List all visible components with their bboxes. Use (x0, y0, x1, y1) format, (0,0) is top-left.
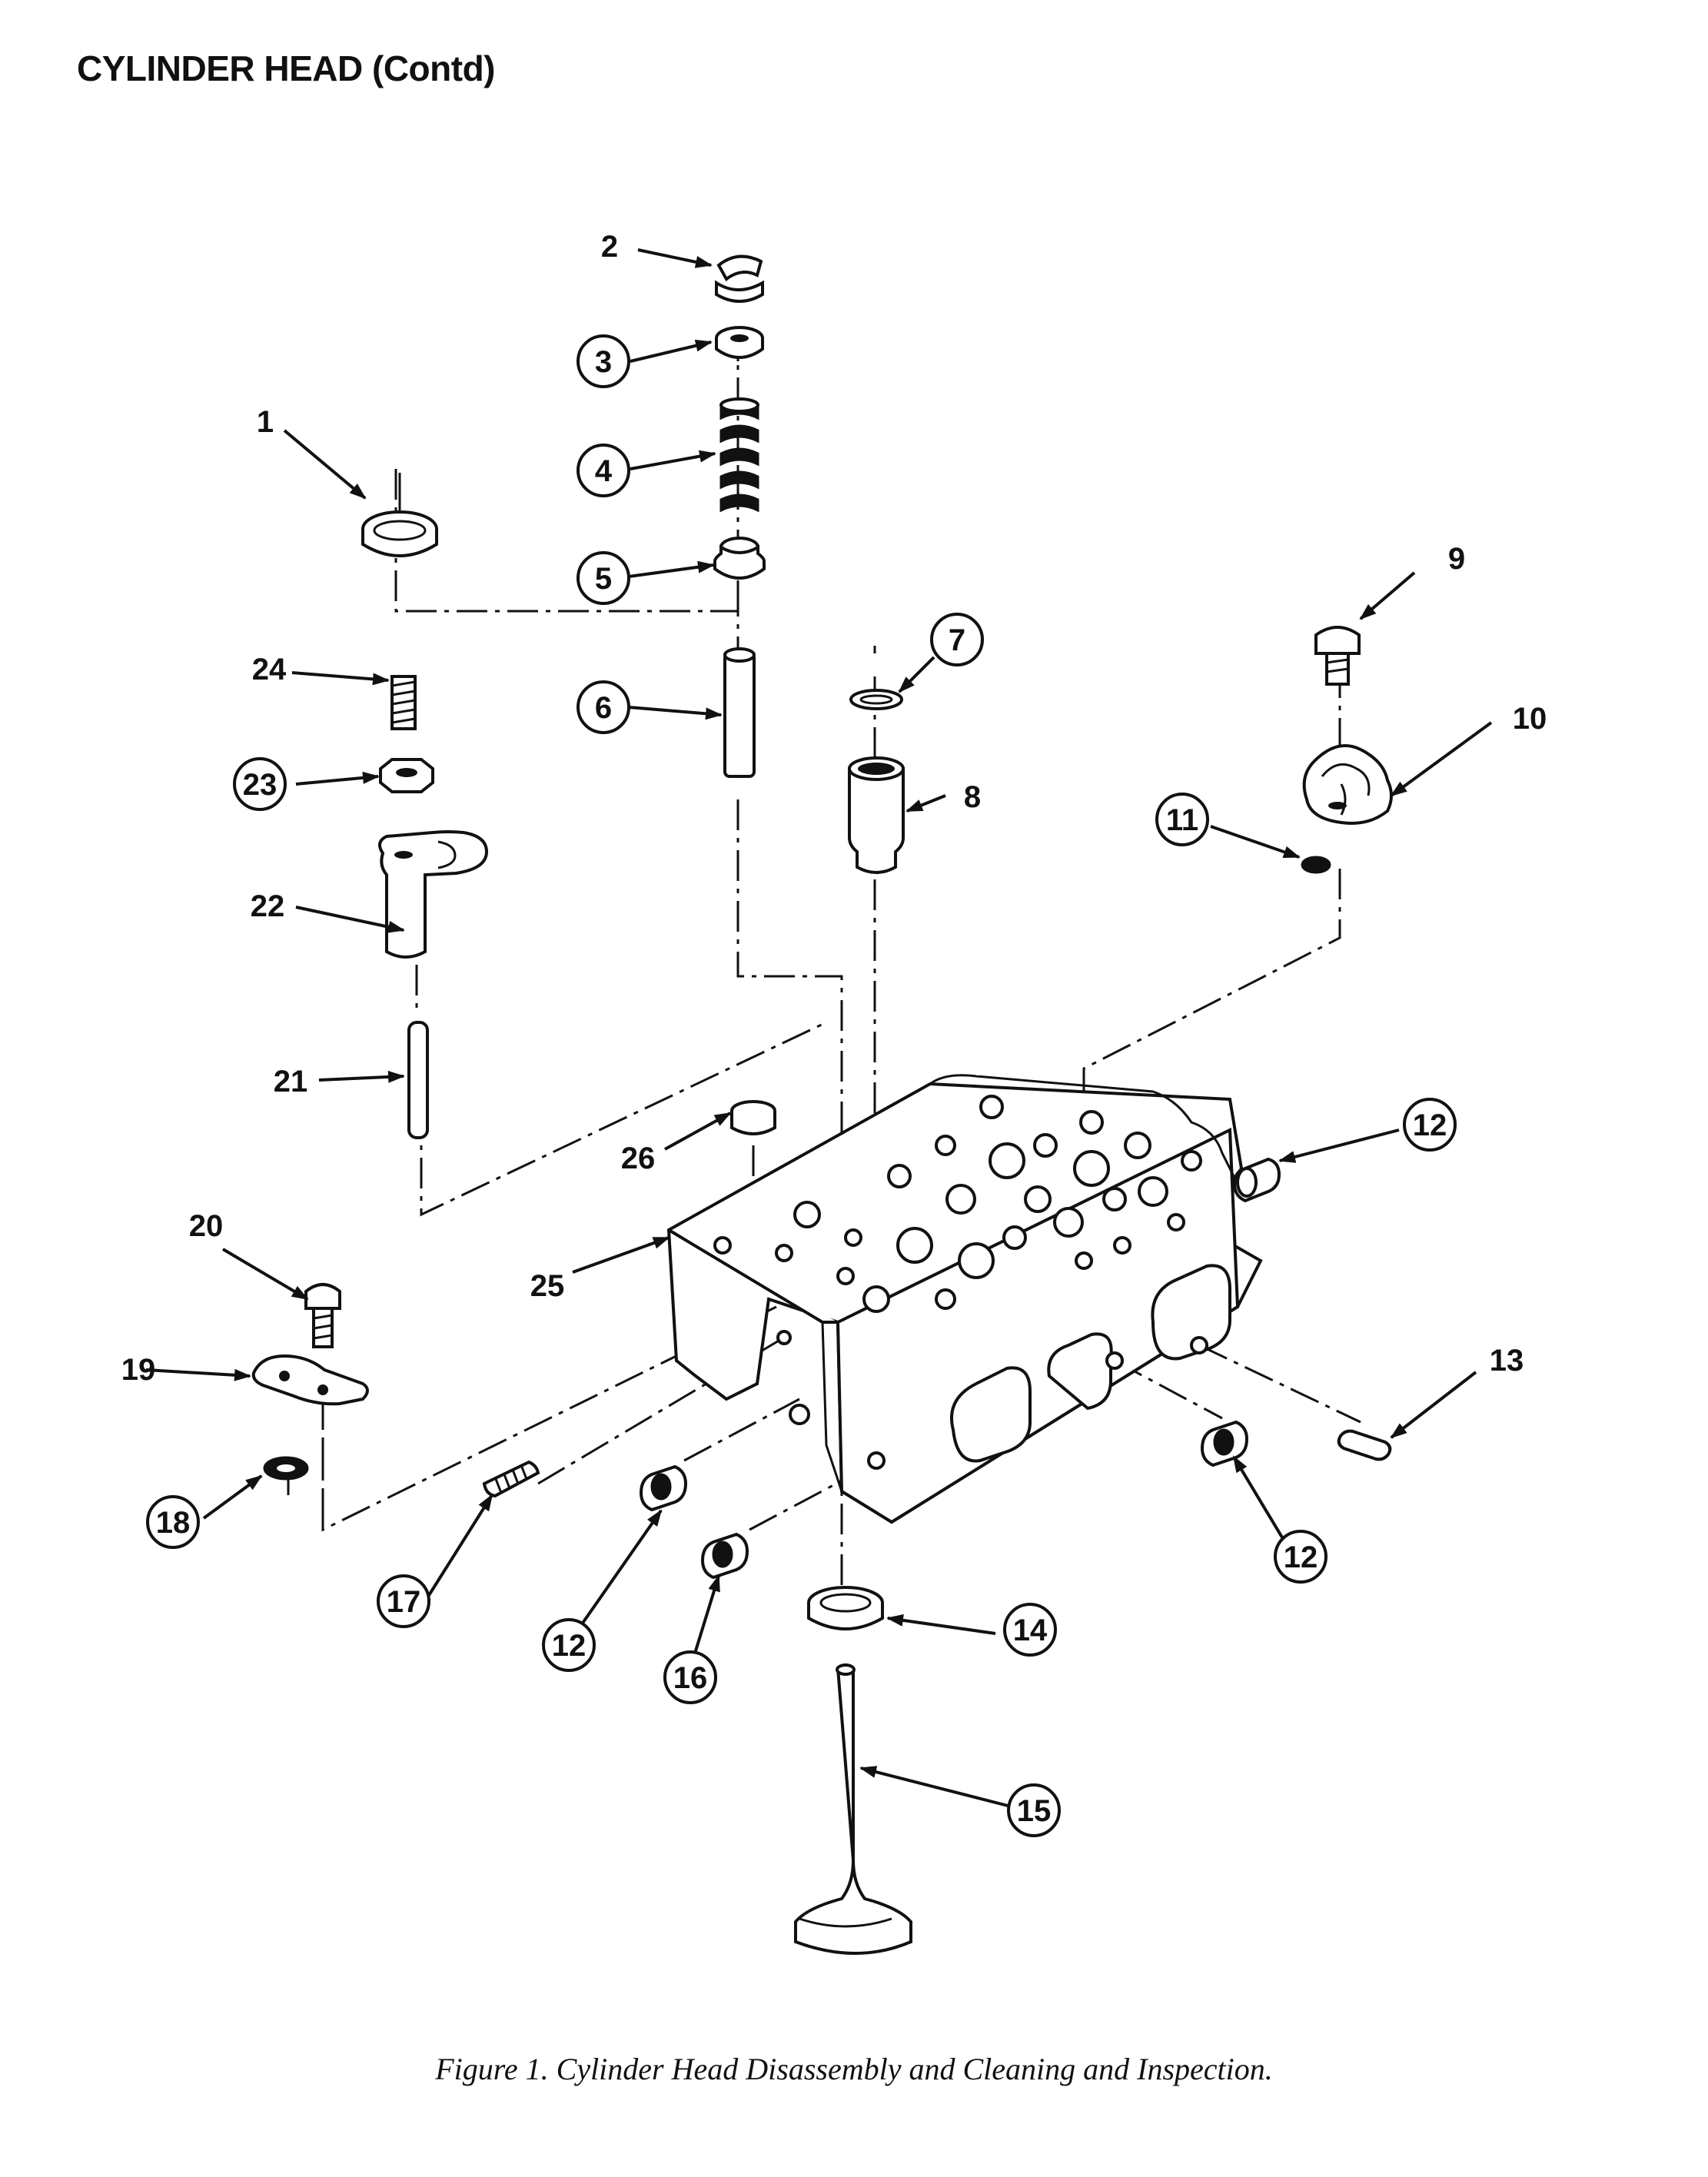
callout-leaders (145, 248, 1493, 1808)
callout-circle-11 (1155, 793, 1209, 846)
callout-23: 23 (243, 768, 277, 802)
callout-circle-7 (930, 613, 984, 666)
plug-16 (700, 1532, 749, 1580)
callout-12-left: 12 (552, 1629, 587, 1663)
figure-caption: Figure 1. Cylinder Head Disassembly and … (435, 2052, 1273, 2086)
valve-spring (719, 397, 759, 513)
rocker-bracket (378, 830, 489, 959)
valve-seat-insert (361, 473, 438, 557)
callout-10: 10 (1513, 702, 1547, 736)
set-screw (482, 1460, 540, 1498)
callout-13: 13 (1490, 1344, 1524, 1378)
push-rod (407, 1021, 429, 1139)
callout-4: 4 (595, 454, 613, 488)
injector-clamp (1302, 744, 1393, 825)
callout-12-top: 12 (1413, 1108, 1447, 1142)
callout-8: 8 (964, 780, 981, 814)
cap-screw-small (304, 1283, 341, 1348)
callout-circle-16 (663, 1650, 717, 1704)
callout-bubbles (146, 334, 1457, 1837)
page-title: CYLINDER HEAD (Contd) (77, 48, 496, 88)
callout-circle-4 (577, 444, 630, 497)
cylinder-head (666, 1074, 1263, 1524)
callout-circle-3 (577, 334, 630, 388)
callout-9: 9 (1448, 542, 1465, 576)
callout-17: 17 (387, 1585, 421, 1619)
injector-sleeve (848, 756, 905, 874)
seal-ring (849, 689, 903, 710)
callout-14: 14 (1013, 1614, 1048, 1647)
pipe-plug-left (639, 1464, 688, 1512)
callout-26: 26 (621, 1142, 656, 1175)
valve-spring-retainer (715, 326, 764, 359)
callout-circle-12-left (542, 1618, 596, 1672)
valve-spring-seat (713, 537, 766, 580)
callout-15: 15 (1017, 1794, 1052, 1828)
clamp-plate (251, 1354, 369, 1406)
pipe-plug-side-right (1200, 1420, 1249, 1467)
callout-19: 19 (121, 1353, 156, 1387)
adjusting-stud (390, 675, 417, 730)
callout-circle-17 (377, 1574, 430, 1628)
callout-12-right: 12 (1284, 1541, 1318, 1574)
dowel-pin (1337, 1429, 1392, 1461)
callout-circle-5 (577, 551, 630, 605)
callout-18: 18 (156, 1506, 191, 1540)
callout-22: 22 (251, 889, 285, 923)
callout-circle-14 (1003, 1603, 1057, 1657)
callout-5: 5 (595, 562, 612, 596)
callout-circle-6 (577, 680, 630, 734)
callout-circle-15 (1007, 1783, 1061, 1837)
valve-keeper (715, 254, 764, 303)
lock-washer (263, 1456, 309, 1481)
callout-circle-23 (233, 757, 287, 811)
callout-7: 7 (949, 623, 965, 657)
callout-21: 21 (274, 1065, 308, 1098)
o-ring (1301, 856, 1331, 874)
callout-6: 6 (595, 691, 612, 725)
valve-seat (807, 1586, 884, 1630)
callout-circle-12-top (1403, 1098, 1457, 1152)
callout-1: 1 (257, 405, 274, 439)
callout-25: 25 (530, 1269, 565, 1303)
callout-circle-18 (146, 1495, 200, 1549)
callout-labels: 1 2 3 4 5 6 7 8 9 10 11 12 12 12 13 14 1… (121, 230, 1547, 1828)
callout-20: 20 (189, 1209, 224, 1243)
valve-guide (723, 647, 756, 778)
callout-11: 11 (1166, 803, 1198, 837)
pipe-plug-top-right (1232, 1157, 1281, 1203)
callout-circle-12-right (1274, 1530, 1328, 1584)
callout-3: 3 (595, 345, 612, 379)
callout-2: 2 (601, 230, 618, 264)
callout-16: 16 (673, 1661, 708, 1695)
cap-screw (1314, 626, 1361, 686)
valve (794, 1663, 912, 1955)
callout-24: 24 (252, 653, 287, 686)
hex-nut (379, 758, 434, 793)
expansion-plug (730, 1100, 776, 1135)
